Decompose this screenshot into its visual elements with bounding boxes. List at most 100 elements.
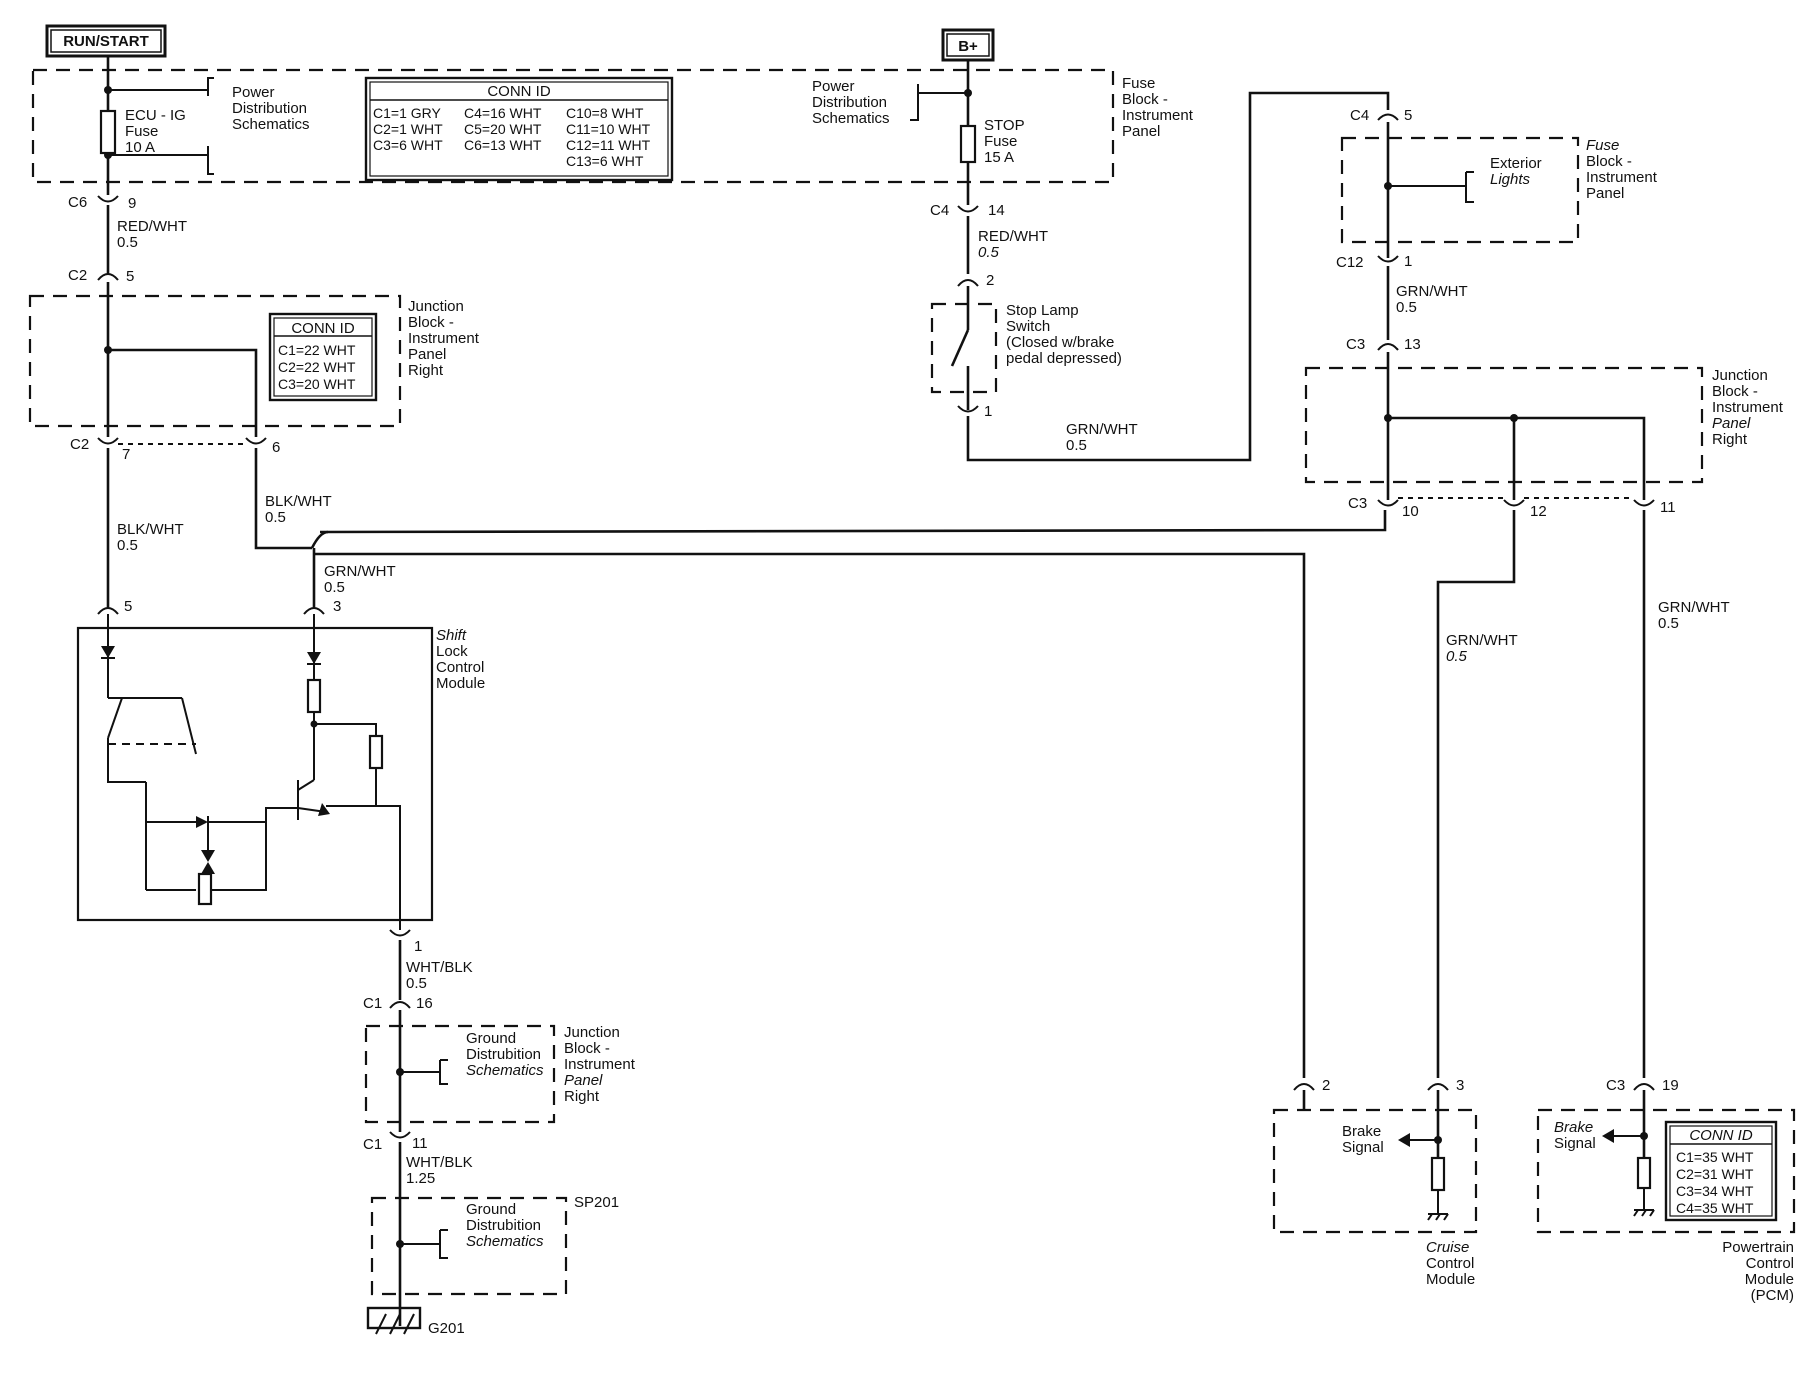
svg-text:ECU - IG: ECU - IG	[125, 107, 186, 124]
svg-text:Right: Right	[1712, 431, 1748, 448]
svg-text:12: 12	[1530, 503, 1547, 520]
svg-text:2: 2	[986, 272, 994, 289]
svg-text:Switch: Switch	[1006, 318, 1050, 335]
svg-text:0.5: 0.5	[406, 975, 427, 992]
stop-lamp-switch-label: Stop Lamp Switch (Closed w/brake pedal d…	[1006, 302, 1122, 367]
svg-text:C12=11 WHT: C12=11 WHT	[566, 137, 651, 153]
svg-text:CONN ID: CONN ID	[487, 83, 551, 100]
svg-text:C4: C4	[930, 202, 949, 219]
svg-text:C3: C3	[1348, 495, 1367, 512]
svg-text:1: 1	[414, 938, 422, 955]
svg-text:C1=35 WHT: C1=35 WHT	[1676, 1149, 1754, 1165]
junction-block-1-outline	[28, 294, 402, 428]
svg-text:3: 3	[333, 598, 341, 615]
svg-text:C3: C3	[1346, 336, 1365, 353]
svg-text:10 A: 10 A	[125, 139, 155, 156]
pcm-brake-signal-label: Brake Signal	[1554, 1119, 1596, 1152]
svg-text:9: 9	[128, 195, 136, 212]
svg-text:Module: Module	[1745, 1271, 1794, 1288]
svg-text:B+: B+	[958, 38, 978, 55]
exterior-lights-ref: Exterior Lights	[1490, 155, 1542, 188]
svg-text:Control: Control	[1746, 1255, 1794, 1272]
svg-text:3: 3	[1456, 1077, 1464, 1094]
svg-text:C2=1 WHT: C2=1 WHT	[373, 121, 443, 137]
svg-text:Fuse: Fuse	[1586, 137, 1619, 154]
svg-text:19: 19	[1662, 1077, 1679, 1094]
svg-text:Brake: Brake	[1342, 1123, 1381, 1140]
svg-text:Shift: Shift	[436, 627, 467, 644]
splice-label: SP201	[574, 1194, 619, 1211]
svg-text:GRN/WHT: GRN/WHT	[1066, 421, 1138, 438]
shift-lock-module-outline	[76, 626, 434, 922]
svg-text:0.5: 0.5	[117, 234, 138, 251]
ground-symbol-icon	[366, 1306, 422, 1335]
svg-text:C2=22 WHT: C2=22 WHT	[278, 359, 356, 375]
fuse-block-conn-id-table: CONN ID C1=1 GRY C2=1 WHT C3=6 WHT C4=16…	[364, 76, 674, 182]
svg-text:C10=8 WHT: C10=8 WHT	[566, 105, 644, 121]
junction-block-2-label: Junction Block - Instrument Panel Right	[564, 1024, 636, 1105]
svg-text:C2: C2	[70, 436, 89, 453]
svg-text:(Closed w/brake: (Closed w/brake	[1006, 334, 1114, 351]
svg-text:C13=6 WHT: C13=6 WHT	[566, 153, 644, 169]
svg-text:C4=16 WHT: C4=16 WHT	[464, 105, 542, 121]
svg-text:Cruise: Cruise	[1426, 1239, 1469, 1256]
stop-fuse-icon	[959, 124, 977, 164]
svg-text:CONN ID: CONN ID	[1689, 1127, 1753, 1144]
svg-text:C11=10 WHT: C11=10 WHT	[566, 121, 651, 137]
pcm-resistor-icon	[1636, 1156, 1652, 1190]
svg-text:1.25: 1.25	[406, 1170, 435, 1187]
svg-text:Distribution: Distribution	[812, 94, 887, 111]
shift-lock-module-label: Shift Lock Control Module	[436, 627, 485, 692]
svg-text:C5=20 WHT: C5=20 WHT	[464, 121, 542, 137]
svg-text:14: 14	[988, 202, 1005, 219]
svg-text:Panel: Panel	[1712, 415, 1751, 432]
ground-distribution-ref-2: Ground Distrubition Schematics	[466, 1201, 544, 1250]
svg-text:Block -: Block -	[564, 1040, 610, 1057]
svg-text:Instrument: Instrument	[408, 330, 480, 347]
svg-text:Right: Right	[408, 362, 444, 379]
svg-text:GRN/WHT: GRN/WHT	[324, 563, 396, 580]
svg-text:15 A: 15 A	[984, 149, 1014, 166]
svg-text:Signal: Signal	[1342, 1139, 1384, 1156]
svg-text:Schematics: Schematics	[466, 1233, 544, 1250]
svg-text:Instrument: Instrument	[1122, 107, 1194, 124]
svg-text:Ground: Ground	[466, 1030, 516, 1047]
svg-text:Schematics: Schematics	[812, 110, 890, 127]
svg-text:Block -: Block -	[408, 314, 454, 331]
pcm-ground-icon	[1633, 1209, 1655, 1217]
svg-text:Schematics: Schematics	[232, 116, 310, 133]
svg-text:Instrument: Instrument	[564, 1056, 636, 1073]
junction-block-1-label: Junction Block - Instrument Panel Right	[408, 298, 480, 379]
svg-text:5: 5	[126, 268, 134, 285]
svg-text:Fuse: Fuse	[1122, 75, 1155, 92]
svg-text:0.5: 0.5	[1446, 648, 1468, 665]
svg-text:WHT/BLK: WHT/BLK	[406, 1154, 473, 1171]
svg-text:Block -: Block -	[1122, 91, 1168, 108]
cruise-brake-signal-label: Brake Signal	[1342, 1123, 1384, 1156]
svg-text:0.5: 0.5	[1396, 299, 1417, 316]
svg-text:C3=20 WHT: C3=20 WHT	[278, 376, 356, 392]
svg-text:C3=6 WHT: C3=6 WHT	[373, 137, 443, 153]
svg-text:6: 6	[272, 439, 280, 456]
cruise-module-label: Cruise Control Module	[1426, 1239, 1475, 1288]
svg-text:Power: Power	[232, 84, 275, 101]
svg-text:Panel: Panel	[1586, 185, 1624, 202]
stop-fuse-label: STOP Fuse 15 A	[984, 117, 1025, 166]
b-plus-source: B+	[941, 28, 995, 62]
svg-text:Module: Module	[436, 675, 485, 692]
svg-text:Block -: Block -	[1586, 153, 1632, 170]
svg-text:C1: C1	[363, 1136, 382, 1153]
svg-text:Right: Right	[564, 1088, 600, 1105]
svg-text:Control: Control	[1426, 1255, 1474, 1272]
svg-text:Lights: Lights	[1490, 171, 1531, 188]
svg-text:C1: C1	[363, 995, 382, 1012]
svg-text:1: 1	[984, 403, 992, 420]
pcm-label: Powertrain Control Module (PCM)	[1722, 1239, 1794, 1304]
junction-block-3-label: Junction Block - Instrument Panel Right	[1712, 367, 1784, 448]
svg-text:Brake: Brake	[1554, 1119, 1593, 1136]
svg-text:11: 11	[412, 1135, 428, 1152]
svg-text:GRN/WHT: GRN/WHT	[1658, 599, 1730, 616]
svg-text:Module: Module	[1426, 1271, 1475, 1288]
svg-text:Powertrain: Powertrain	[1722, 1239, 1794, 1256]
svg-text:Panel: Panel	[408, 346, 446, 363]
